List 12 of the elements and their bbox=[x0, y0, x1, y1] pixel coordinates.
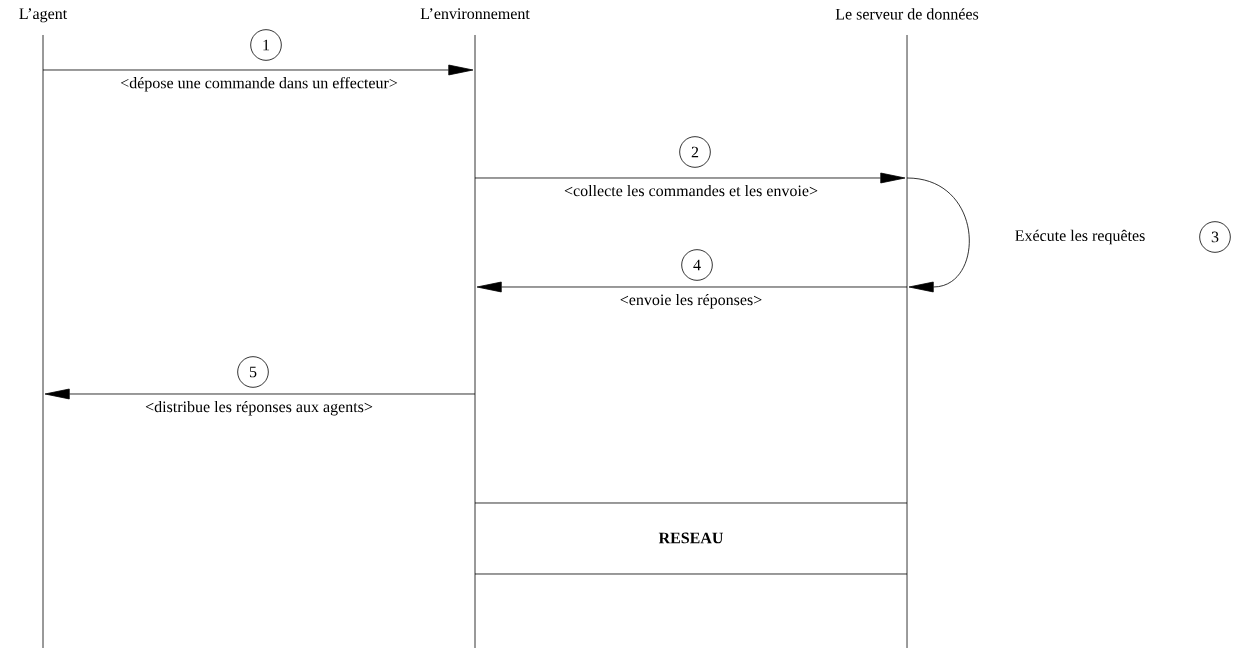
edge-label: <dépose une commande dans un effecteur> bbox=[121, 76, 398, 92]
edge-label: <distribue les réponses aux agents> bbox=[145, 400, 373, 416]
arrow bbox=[44, 388, 476, 400]
loop-arrow bbox=[906, 177, 970, 293]
arrow bbox=[474, 172, 906, 184]
arrow bbox=[42, 64, 474, 76]
arrow bbox=[476, 281, 908, 293]
edge-label: Exécute les requêtes bbox=[1015, 229, 1145, 245]
network-band: RESEAU bbox=[474, 502, 908, 575]
edge-label: <envoie les réponses> bbox=[620, 293, 762, 309]
edge-label: <collecte les commandes et les envoie> bbox=[564, 184, 818, 197]
lifeline: L’agent bbox=[19, 8, 68, 648]
